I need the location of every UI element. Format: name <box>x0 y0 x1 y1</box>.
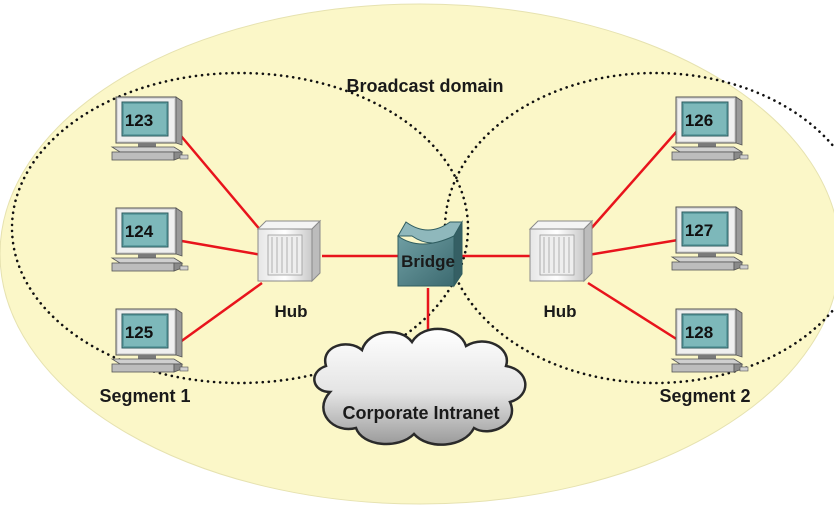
computer-label: 125 <box>125 323 153 342</box>
hub-left[interactable] <box>257 220 321 282</box>
bridge-label: Bridge <box>401 252 455 271</box>
intranet-label: Corporate Intranet <box>342 403 499 423</box>
computer-label: 124 <box>125 222 154 241</box>
bridge-icon <box>397 220 463 288</box>
hub-left-label: Hub <box>274 302 307 321</box>
computer-127[interactable]: 127 <box>671 206 749 271</box>
computer-label: 128 <box>685 323 713 342</box>
link-pc124-hub <box>175 238 263 257</box>
bridge-device[interactable]: Bridge <box>397 220 463 288</box>
segment-2-label: Segment 2 <box>659 386 750 406</box>
link-pc125-hub <box>175 281 263 347</box>
hub-right[interactable] <box>529 220 593 282</box>
computer-124[interactable]: 124 <box>111 207 189 272</box>
hub-icon <box>529 220 593 282</box>
computer-128[interactable]: 128 <box>671 308 749 373</box>
computer-label: 127 <box>685 221 713 240</box>
broadcast-domain-label: Broadcast domain <box>346 76 503 96</box>
computer-label: 123 <box>125 111 153 130</box>
hub-icon <box>257 220 321 282</box>
corporate-intranet[interactable]: Corporate Intranet <box>313 327 527 446</box>
segment-1-label: Segment 1 <box>99 386 190 406</box>
computer-125[interactable]: 125 <box>111 308 189 373</box>
link-hub-pc127 <box>587 238 679 257</box>
computer-126[interactable]: 126 <box>671 96 749 161</box>
hub-right-label: Hub <box>543 302 576 321</box>
network-links <box>175 129 679 352</box>
segment-1-boundary <box>10 71 470 385</box>
computer-123[interactable]: 123 <box>111 96 189 161</box>
cloud-icon <box>313 327 527 446</box>
link-pc123-hub <box>175 129 263 233</box>
computer-label: 126 <box>685 111 713 130</box>
link-hub-pc126 <box>587 129 679 233</box>
link-hub-pc128 <box>587 281 679 342</box>
